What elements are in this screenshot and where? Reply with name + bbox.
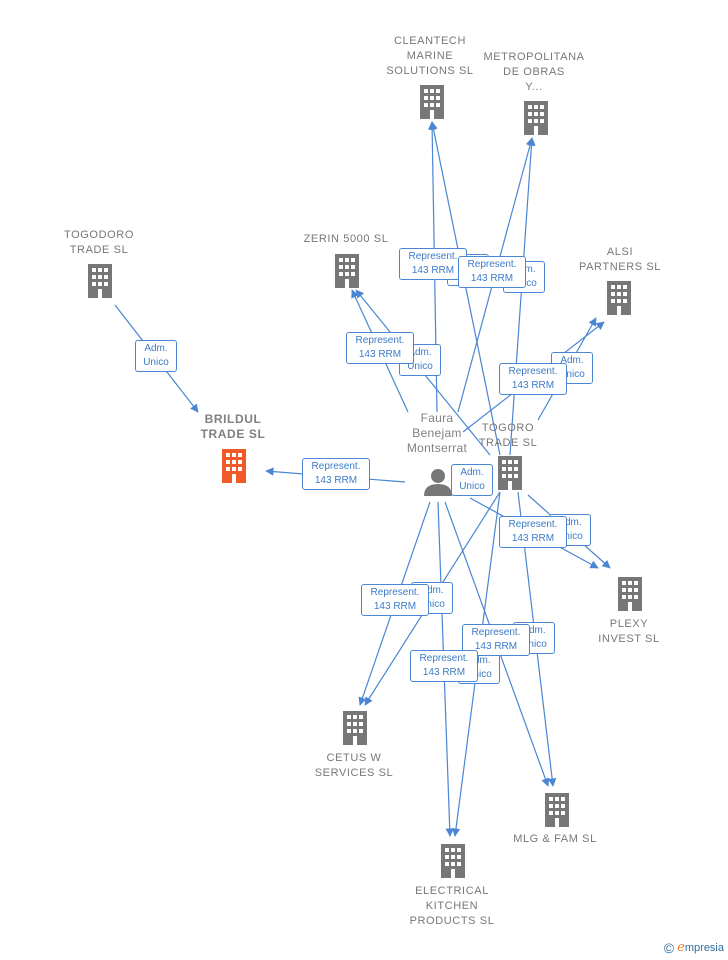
building-icon[interactable] — [545, 793, 569, 827]
building-icon[interactable] — [222, 449, 246, 483]
node-label-togodoro[interactable]: TOGODORO TRADE SL — [64, 229, 134, 256]
edge-label-represent: Represent. 143 RRM — [346, 332, 414, 364]
building-icon[interactable] — [343, 711, 367, 745]
brand-logo-initial: e — [677, 939, 685, 955]
node-label-cetus[interactable]: CETUS W SERVICES SL — [314, 752, 394, 779]
building-icon[interactable] — [335, 254, 359, 288]
edge-label-represent: Represent. 143 RRM — [499, 516, 567, 548]
nodes-layer — [88, 85, 642, 878]
node-label-metropolitana[interactable]: METROPOLITANA DE OBRAS Y... — [483, 51, 585, 93]
edge-label-represent: Represent. 143 RRM — [462, 624, 530, 656]
brand-logo-text: mpresia — [684, 941, 724, 954]
edge-togoro-metropolitana — [509, 137, 536, 456]
edge-label-represent: Represent. 143 RRM — [399, 248, 467, 280]
edge-label-represent: Represent. 143 RRM — [458, 256, 526, 288]
building-icon[interactable] — [524, 101, 548, 135]
node-label-electrical[interactable]: ELECTRICAL KITCHEN PRODUCTS SL — [409, 885, 495, 927]
node-label-alsi[interactable]: ALSI PARTNERS SL — [579, 246, 661, 273]
building-icon[interactable] — [618, 577, 642, 611]
edge-label-adm: Adm. Unico — [135, 340, 177, 372]
node-label-brildul[interactable]: BRILDUL TRADE SL — [200, 412, 266, 441]
building-icon[interactable] — [607, 281, 631, 315]
node-label-zerin[interactable]: ZERIN 5000 SL — [303, 233, 389, 245]
edge-label-represent: Represent. 143 RRM — [410, 650, 478, 682]
node-label-cleantech[interactable]: CLEANTECH MARINE SOLUTIONS SL — [386, 35, 474, 77]
building-icon[interactable] — [88, 264, 112, 298]
person-icon[interactable] — [424, 469, 452, 496]
building-icon[interactable] — [420, 85, 444, 119]
node-label-faura[interactable]: Faura Benejam Montserrat — [406, 411, 468, 455]
edge-label-represent: Represent. 143 RRM — [302, 458, 370, 490]
node-label-mlg[interactable]: MLG & FAM SL — [513, 833, 597, 845]
edge-label-represent: Represent. 143 RRM — [361, 584, 429, 616]
footer-brand: © empresia — [664, 940, 724, 956]
building-icon[interactable] — [498, 456, 522, 490]
edge-label-represent: Represent. 143 RRM — [499, 363, 567, 395]
copyright-symbol: © — [663, 940, 675, 956]
edge-label-adm: Adm. Unico — [451, 464, 493, 496]
building-icon[interactable] — [441, 844, 465, 878]
edge-togoro-cleantech — [429, 121, 501, 456]
node-label-plexy[interactable]: PLEXY INVEST SL — [598, 618, 660, 645]
node-label-togoro[interactable]: TOGORO TRADE SL — [478, 422, 538, 449]
